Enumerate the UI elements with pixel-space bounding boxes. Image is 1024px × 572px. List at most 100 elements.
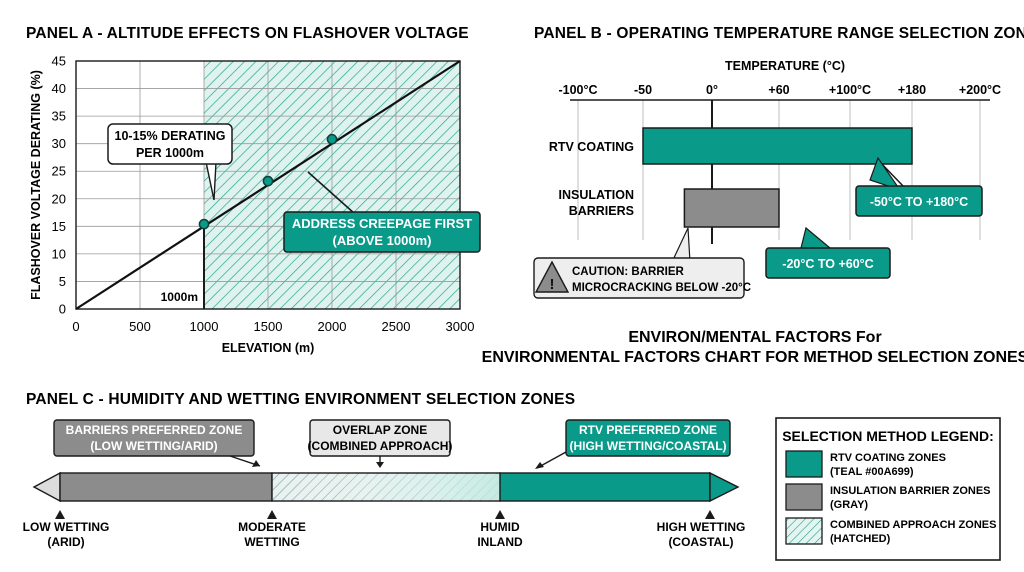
data-point	[198, 218, 210, 230]
y-tick-label: 25	[52, 164, 66, 179]
x-tick-label: 2000	[318, 319, 347, 334]
y-tick-label: 20	[52, 191, 66, 206]
y-tick-label: 40	[52, 81, 66, 96]
temperature-tick-label: +200°C	[959, 83, 1001, 97]
temperature-tick-label: -100°C	[558, 83, 597, 97]
temperature-tick-label: +100°C	[829, 83, 871, 97]
barriers-zone-label-line2: (LOW WETTING/ARID)	[90, 439, 217, 453]
panel-a-title: PANEL A - ALTITUDE EFFECTS ON FLASHOVER …	[26, 25, 469, 42]
overlap-zone-pointer-head	[376, 462, 384, 468]
rtv-zone-label-line2: (HIGH WETTING/COASTAL)	[569, 439, 726, 453]
temperature-range-bars	[642, 127, 913, 228]
caution-line1: CAUTION: BARRIER	[572, 266, 684, 278]
panel-c-title: PANEL C - HUMIDITY AND WETTING ENVIRONME…	[26, 391, 575, 408]
caution-box	[533, 257, 745, 299]
barriers-zone-label-box	[53, 419, 255, 457]
panel-b-title: PANEL B - OPERATING TEMPERATURE RANGE SE…	[534, 25, 1024, 42]
rtv-zone-label-line1: RTV PREFERRED ZONE	[579, 423, 717, 437]
barriers-zone-bar	[59, 472, 273, 502]
overlap-zone-label-line1: OVERLAP ZONE	[333, 423, 427, 437]
legend-teal-line1: RTV COATING ZONES	[830, 452, 946, 464]
warning-icon: !	[534, 260, 570, 293]
legend-title: SELECTION METHOD LEGEND:	[782, 428, 994, 444]
legend-swatch-teal	[785, 450, 823, 478]
data-point	[262, 175, 274, 187]
rtv-zone-pointer-head	[535, 462, 544, 469]
temperature-axis-label: TEMPERATURE (°C)	[725, 59, 845, 73]
center-title: ENVIRON/MENTAL FACTORS For ENVIRONMENTAL…	[482, 329, 1024, 366]
creepage-callout-line2: (ABOVE 1000m)	[333, 233, 432, 248]
legend-teal-line2: (TEAL #00A699)	[830, 466, 914, 478]
legend-hatched-line2: (HATCHED)	[830, 533, 891, 545]
x-tick-label: 500	[129, 319, 151, 334]
y-tick-label: 35	[52, 109, 66, 124]
panel-a-plot-frame	[75, 60, 461, 310]
legend: SELECTION METHOD LEGEND: RTV COATING ZON…	[775, 417, 1001, 561]
center-title-line2: ENVIRONMENTAL FACTORS CHART FOR METHOD S…	[482, 349, 1024, 366]
legend-hatched-line1: COMBINED APPROACH ZONES	[830, 519, 996, 531]
rtv-range-label: -50°C TO +180°C	[870, 195, 968, 209]
x-tick-label: 0	[72, 319, 79, 334]
scale-label-high-line2: (COASTAL)	[668, 535, 733, 549]
legend-swatch-gray	[785, 483, 823, 511]
temperature-tick-label: -50	[634, 83, 652, 97]
scale-label-moderate-line1: MODERATE	[238, 520, 306, 534]
scale-arrow-left	[32, 471, 61, 503]
caution-line2: MICROCRACKING BELOW -20°C	[572, 282, 751, 294]
rtv-zone-bar	[499, 472, 711, 502]
rtv-zone-label-box	[565, 419, 731, 457]
scale-marker-high	[705, 510, 715, 519]
y-axis-label: FLASHOVER VOLTAGE DERATING (%)	[29, 70, 43, 300]
svg-text:!: !	[550, 276, 555, 293]
y-tick-label: 30	[52, 136, 66, 151]
threshold-label: 1000m	[161, 290, 198, 304]
y-tick-label: 45	[52, 54, 66, 69]
scale-arrow-right	[709, 471, 740, 503]
overlap-zone-label-line2: (COMBINED APPROACH)	[308, 439, 453, 453]
x-tick-labels: 0 500 1000 1500 2000 2500 3000	[72, 319, 474, 334]
creepage-callout-pointer	[307, 171, 356, 215]
barrier-range-label: -20°C TO +60°C	[782, 257, 873, 271]
panel-c: PANEL C - HUMIDITY AND WETTING ENVIRONME…	[23, 391, 746, 549]
data-point	[326, 133, 338, 145]
x-tick-label: 1500	[254, 319, 283, 334]
category-label: INSULATION	[559, 188, 634, 202]
temperature-tick-label: +60	[768, 83, 789, 97]
x-tick-label: 3000	[446, 319, 475, 334]
creepage-callout-line1: ADDRESS CREEPAGE FIRST	[292, 216, 472, 231]
y-tick-label: 5	[59, 274, 66, 289]
scale-label-moderate-line2: WETTING	[244, 535, 299, 549]
x-tick-label: 2500	[382, 319, 411, 334]
y-tick-label: 15	[52, 219, 66, 234]
scale-marker-moderate	[267, 510, 277, 519]
rtv-range-callout-tail	[869, 156, 902, 192]
y-tick-labels: 0 5 10 15 20 25 30 35 40 45	[52, 54, 66, 317]
temperature-tick-label: +180	[898, 83, 926, 97]
panel-b: PANEL B - OPERATING TEMPERATURE RANGE SE…	[533, 25, 1024, 299]
barriers-zone-label-line1: BARRIERS PREFERRED ZONE	[66, 423, 243, 437]
y-tick-label: 0	[59, 302, 66, 317]
x-axis-label: ELEVATION (m)	[222, 341, 315, 355]
barrier-range-callout-box	[765, 247, 891, 279]
overlap-zone-fade	[272, 474, 500, 500]
panel-a: PANEL A - ALTITUDE EFFECTS ON FLASHOVER …	[26, 25, 481, 355]
scale-label-low-line1: LOW WETTING	[23, 520, 110, 534]
x-tick-label: 1000	[190, 319, 219, 334]
legend-gray-line2: (GRAY)	[830, 499, 868, 511]
legend-gray-line1: INSULATION BARRIER ZONES	[830, 485, 991, 497]
temperature-range-bar	[642, 127, 913, 165]
category-label: BARRIERS	[569, 204, 634, 218]
data-points	[198, 133, 338, 230]
barriers-zone-pointer-head	[252, 460, 260, 467]
derating-callout-line1: 10-15% DERATING	[115, 129, 226, 143]
center-title-line1: ENVIRON/MENTAL FACTORS For	[628, 329, 881, 346]
scale-label-humid-line1: HUMID	[480, 520, 520, 534]
derating-callout-line2: PER 1000m	[136, 146, 204, 160]
creepage-callout-box	[283, 211, 481, 253]
y-tick-label: 10	[52, 246, 66, 261]
derating-callout-box	[107, 123, 233, 165]
rtv-range-callout-box	[855, 185, 983, 217]
